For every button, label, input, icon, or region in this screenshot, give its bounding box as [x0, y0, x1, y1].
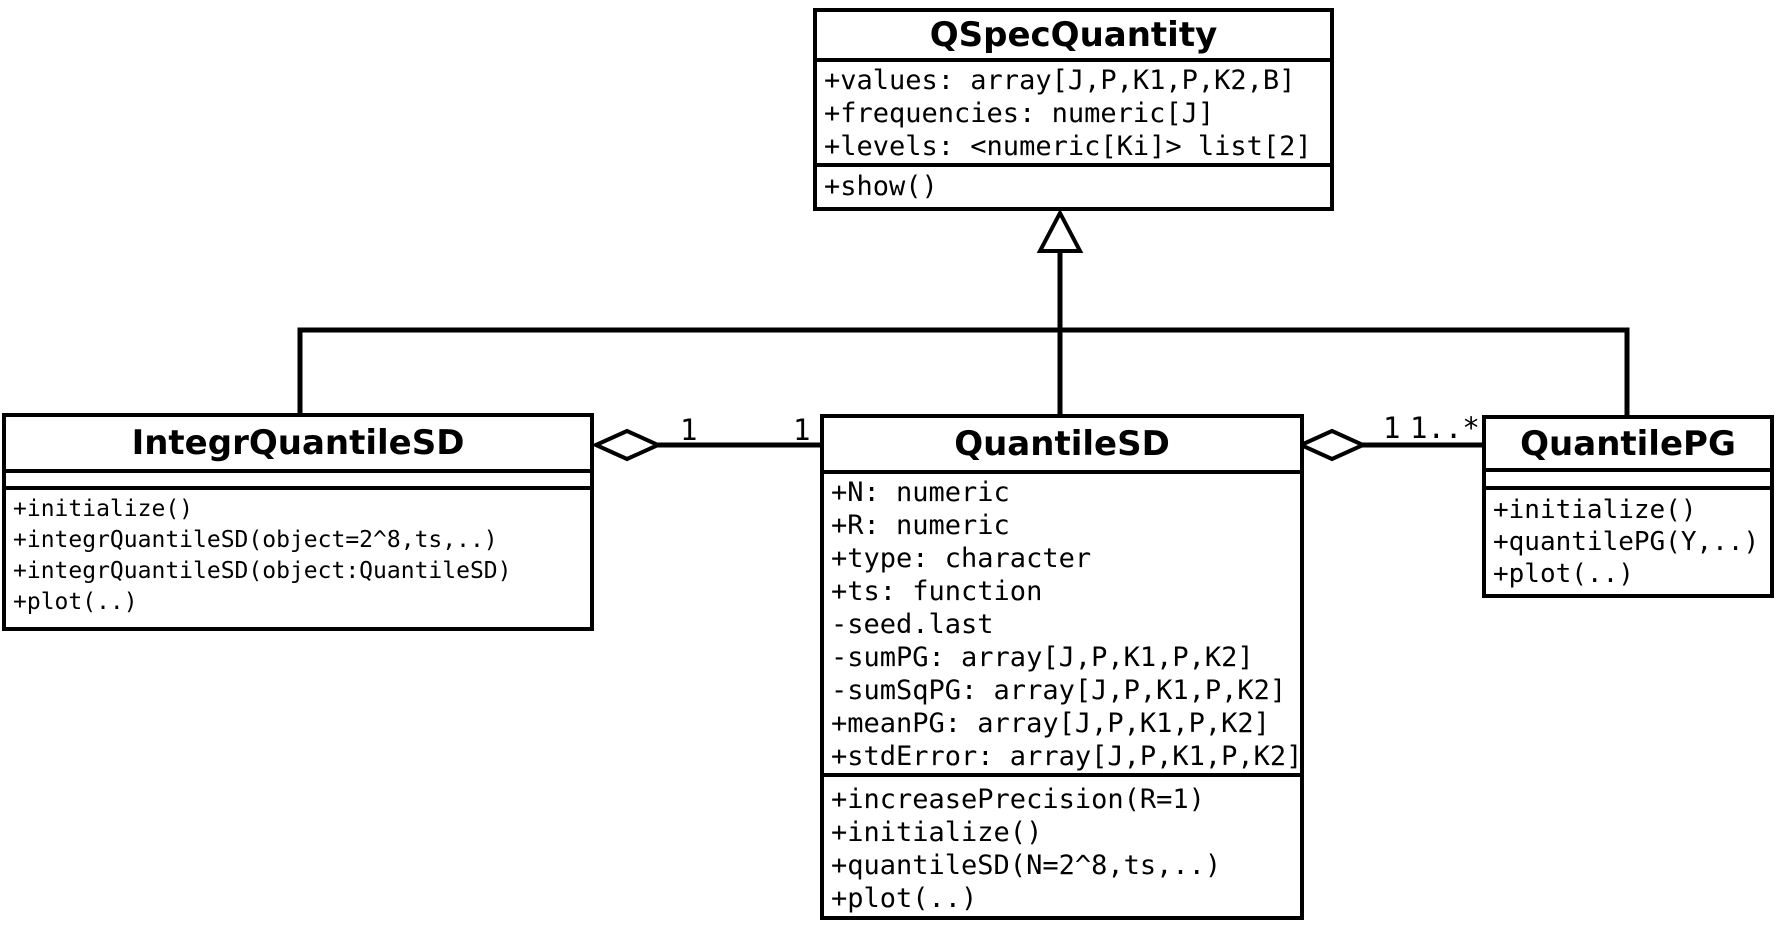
method-row: +plot(..) — [831, 883, 978, 914]
inheritance-triangle-icon — [1036, 208, 1084, 253]
method-row: +initialize() — [831, 817, 1043, 848]
attribute-row: -sumSqPG: array[J,P,K1,P,K2] — [831, 675, 1287, 706]
attribute-row: +frequencies: numeric[J] — [824, 98, 1215, 129]
attribute-row: +levels: <numeric[Ki]> list[2] — [824, 131, 1312, 162]
method-row: +integrQuantileSD(object:QuantileSD) — [13, 558, 512, 584]
multiplicity-label: 1..* — [1410, 411, 1480, 445]
method-row: +plot(..) — [1493, 559, 1634, 589]
class-title: QuantileSD — [824, 418, 1300, 474]
multiplicity-label: 1 — [1383, 411, 1401, 445]
class-box-qspecquantity: QSpecQuantity +values: array[J,P,K1,P,K2… — [813, 8, 1334, 211]
attribute-row: -seed.last — [831, 609, 994, 640]
attributes-compartment-empty — [1486, 472, 1770, 490]
methods-compartment: +show() — [817, 167, 1330, 207]
method-row: +plot(..) — [13, 589, 138, 615]
attribute-row: +N: numeric — [831, 477, 1010, 508]
aggregation-diamond-icon — [591, 428, 663, 462]
method-row: +initialize() — [1493, 495, 1697, 525]
attributes-compartment: +values: array[J,P,K1,P,K2,B] +frequenci… — [817, 62, 1330, 167]
class-title: QuantilePG — [1486, 419, 1770, 472]
class-box-quantilesd: QuantileSD +N: numeric +R: numeric +type… — [820, 414, 1304, 920]
method-row: +quantilePG(Y,..) — [1493, 527, 1760, 557]
class-box-integrquantilesd: IntegrQuantileSD +initialize() +integrQu… — [2, 413, 594, 631]
method-row: +initialize() — [13, 496, 194, 522]
attribute-row: +type: character — [831, 543, 1092, 574]
attribute-row: +R: numeric — [831, 510, 1010, 541]
attribute-row: +ts: function — [831, 576, 1043, 607]
method-row: +integrQuantileSD(object=2^8,ts,..) — [13, 527, 498, 553]
attributes-compartment: +N: numeric +R: numeric +type: character… — [824, 474, 1300, 777]
method-row: +show() — [824, 171, 938, 202]
inheritance-branch-line — [297, 327, 1630, 416]
method-row: +quantileSD(N=2^8,ts,..) — [831, 850, 1222, 881]
method-row: +increasePrecision(R=1) — [831, 784, 1205, 815]
class-box-quantilepg: QuantilePG +initialize() +quantilePG(Y,.… — [1482, 415, 1774, 598]
class-title: QSpecQuantity — [817, 12, 1330, 62]
attribute-row: -sumPG: array[J,P,K1,P,K2] — [831, 642, 1254, 673]
attribute-row: +stdError: array[J,P,K1,P,K2] — [831, 741, 1300, 772]
aggregation-diamond-icon — [1296, 428, 1368, 462]
methods-compartment: +initialize() +quantilePG(Y,..) +plot(..… — [1486, 490, 1770, 594]
multiplicity-label: 1 — [793, 413, 811, 447]
attribute-row: +meanPG: array[J,P,K1,P,K2] — [831, 708, 1270, 739]
methods-compartment: +initialize() +integrQuantileSD(object=2… — [6, 490, 590, 627]
class-title: IntegrQuantileSD — [6, 417, 590, 473]
attributes-compartment-empty — [6, 473, 590, 490]
multiplicity-label: 1 — [680, 413, 698, 447]
methods-compartment: +increasePrecision(R=1) +initialize() +q… — [824, 777, 1300, 916]
attribute-row: +values: array[J,P,K1,P,K2,B] — [824, 65, 1296, 96]
